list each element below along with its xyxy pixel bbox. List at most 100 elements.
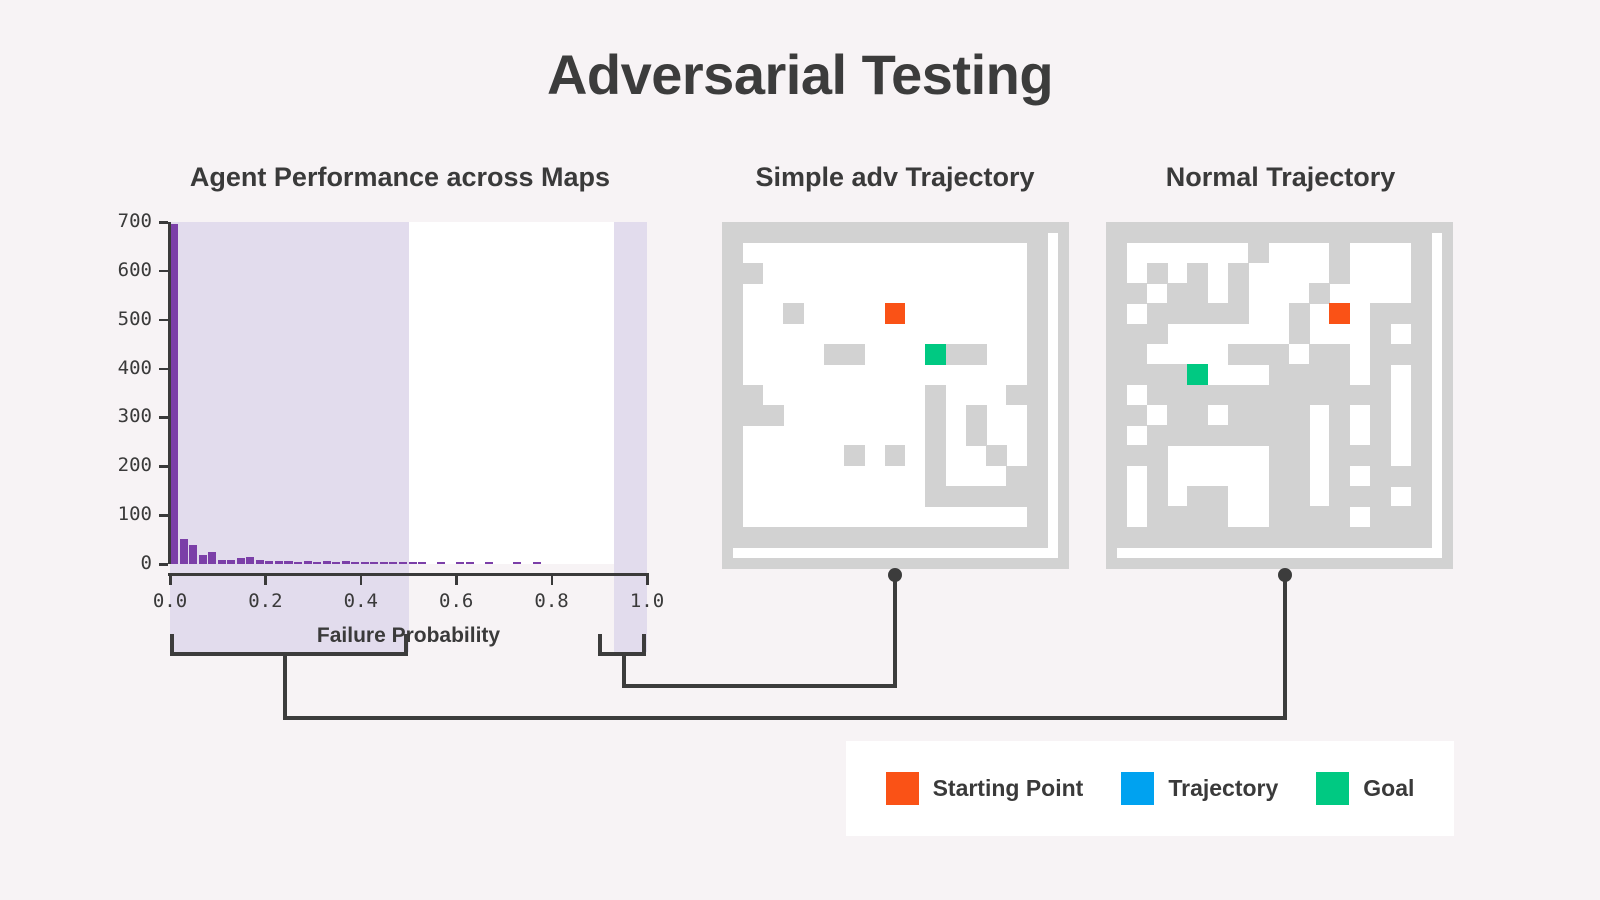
map-wall-cell [1126,404,1148,426]
y-tick-label: 400 [117,356,152,379]
map-wall-cell [1288,233,1310,243]
map-wall-cell [1117,343,1127,365]
simple-adv-map-grid[interactable] [733,233,1058,558]
legend-item-starting-point[interactable]: Starting Point [885,772,1083,805]
map-wall-cell [1146,233,1168,243]
histogram-bar [217,560,226,564]
bracket-left-band-tick-start [170,634,174,652]
map-wall-cell [1329,506,1351,528]
map-wall-cell [1410,233,1432,243]
map-wall-cell [1117,364,1127,386]
map-wall-cell [1329,364,1351,386]
legend-item-trajectory[interactable]: Trajectory [1121,772,1278,805]
x-tick [264,575,267,585]
map-wall-cell [1248,404,1270,426]
map-wall-cell [1187,282,1209,304]
x-tick-label: 0.8 [534,590,569,612]
map-wall-cell [1187,425,1209,447]
map-wall-cell [1026,323,1048,345]
map-wall-cell [1026,486,1048,507]
map-wall-cell [1026,233,1048,243]
x-tick-label: 1.0 [629,590,665,612]
map-wall-cell [925,425,947,447]
map-wall-cell [1268,425,1290,447]
map-wall-cell [782,303,804,325]
map-wall-cell [742,233,764,243]
histogram-bar [389,562,398,564]
map-wall-cell [1309,233,1331,243]
histogram-bar [418,562,427,564]
map-wall-cell [803,233,825,243]
histogram-bar [208,552,217,564]
map-wall-cell [1329,425,1351,447]
map-wall-cell [1166,233,1188,243]
map-wall-cell [904,233,926,243]
y-tick [159,269,168,273]
map-wall-cell [1026,506,1048,528]
map-wall-cell [1187,526,1209,548]
map-wall-cell [965,343,987,365]
map-wall-cell [1329,486,1351,507]
highlight-band-low-failure-region [170,222,409,652]
x-tick-label: 0.4 [343,590,378,612]
map-wall-cell [1370,465,1391,487]
map-wall-cell [1117,384,1127,406]
map-wall-cell [1227,233,1249,243]
map-wall-cell [1268,233,1290,243]
connector-map1-endpoint-dot [888,568,902,582]
map-wall-cell [1410,262,1432,284]
map-wall-cell [1166,526,1188,548]
map-wall-cell [1329,445,1351,467]
map-wall-cell [884,526,906,548]
map-wall-cell [733,404,743,426]
map-wall-cell [1248,233,1270,243]
map-wall-cell [884,445,906,467]
goal-cell [1187,364,1209,386]
histogram-bar [170,224,179,564]
normal-map-grid[interactable] [1117,233,1442,558]
map-wall-cell [1146,303,1168,325]
map-wall-cell [1207,303,1229,325]
map-wall-cell [1410,343,1432,365]
map-wall-cell [733,526,743,548]
y-tick [159,563,168,566]
map-wall-cell [1117,233,1127,243]
y-tick-label: 500 [117,307,152,330]
map-wall-cell [1026,404,1048,426]
map-wall-cell [1126,364,1148,386]
map-wall-cell [1410,242,1432,264]
map-wall-cell [1227,404,1249,426]
map-wall-cell [1026,282,1048,304]
connector-right-band-vertical [622,652,626,684]
histogram-bar [255,560,264,564]
map-wall-cell [1187,262,1209,284]
map-wall-cell [1370,425,1391,447]
map-wall-cell [762,233,784,243]
map-wall-cell [1207,384,1229,406]
map-wall-cell [1329,262,1351,284]
simple-adv-map-frame [722,222,1069,569]
map-wall-cell [925,465,947,487]
histogram-bar [236,558,245,564]
map-wall-cell [1370,526,1391,548]
legend-item-goal[interactable]: Goal [1316,772,1414,805]
legend-label: Trajectory [1168,775,1279,801]
map-wall-cell [1117,526,1127,548]
map-wall-cell [1026,343,1048,365]
map-wall-cell [1268,445,1290,467]
map-wall-cell [1349,445,1371,467]
map-wall-cell [1268,384,1290,406]
connector-right-band-horizontal [622,684,895,688]
map-wall-cell [986,486,1007,507]
map-wall-cell [1026,425,1048,447]
map-wall-cell [1349,384,1371,406]
map-wall-cell [884,233,906,243]
map-wall-cell [1248,343,1270,365]
map-wall-cell [1268,404,1290,426]
map-wall-cell [1410,404,1432,426]
map-wall-cell [965,526,987,548]
map-wall-cell [733,364,743,386]
connector-left-band-vertical [283,652,287,716]
map-wall-cell [1207,425,1229,447]
map-wall-cell [742,404,764,426]
